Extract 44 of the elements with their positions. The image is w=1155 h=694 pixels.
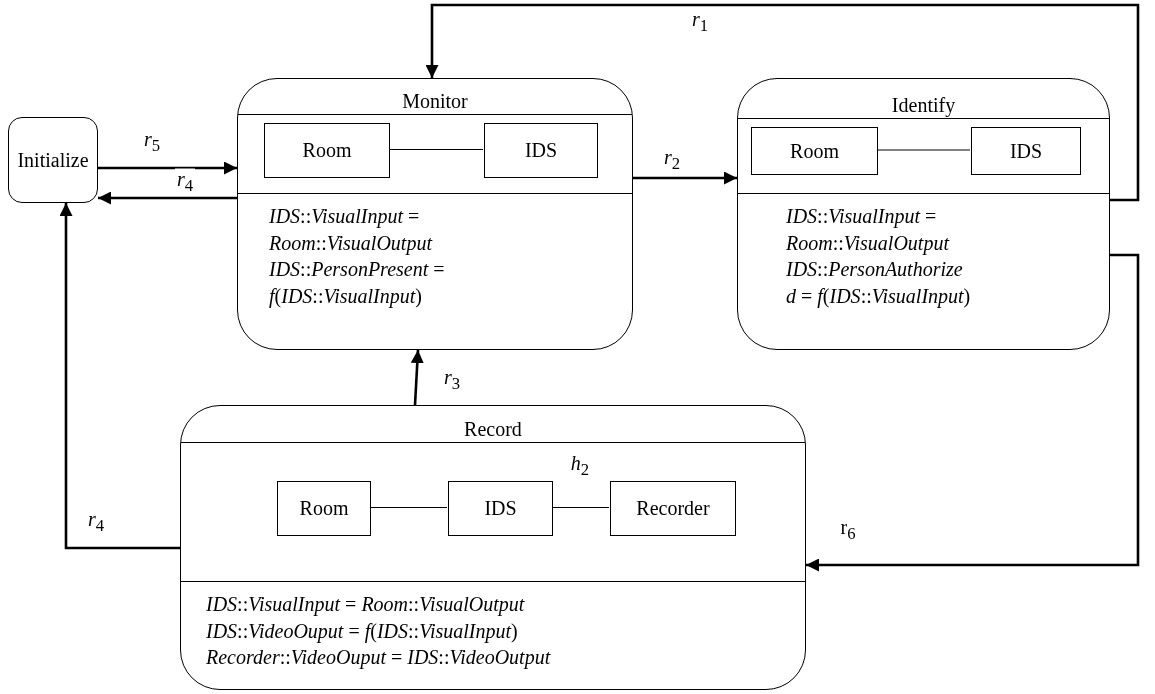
arrow [98,191,237,205]
equation-text: Room::VisualOutput [786,231,949,254]
state-box [237,78,633,350]
component-label: Initialize [17,148,89,172]
equation-text: IDS::VisualInput = [269,205,420,227]
component-label: Room [299,497,349,520]
component-box [484,123,598,178]
arrow [98,161,237,175]
arrow [806,253,1140,572]
equation-text: IDS::VisualInput = [786,205,937,227]
state-box [180,405,806,690]
arrow [633,171,737,185]
component-box [971,127,1081,175]
equation-text: f(IDS::VisualInput) [269,284,422,307]
component-box [610,481,736,536]
component-box [751,127,878,175]
arrow [425,3,1140,202]
component-box [448,481,553,536]
equation-text: d = f(IDS::VisualInput) [786,284,971,307]
connector-line [551,506,610,509]
arrow [410,349,424,406]
state-title: Monitor [401,90,469,112]
equation-text: Recorder::VideoOuput = IDS::VideoOutput [206,646,551,668]
component-box [277,481,371,536]
state-box [8,117,98,203]
equation-text: IDS::PersonAuthorize [786,258,963,280]
equation-text: Room::VisualOutput [269,231,432,254]
state-box [737,78,1110,350]
connector-line [876,149,971,151]
component-label: Room [790,139,839,163]
component-label: IDS [1009,139,1043,163]
equation-text: IDS::VisualInput = Room::VisualOutput [206,593,525,615]
state-title: Identify [890,94,957,116]
connector-line [369,506,448,509]
component-label: IDS [484,497,517,520]
state-title: Record [463,418,523,440]
connector-line [388,148,484,151]
equation-text: IDS::VideoOuput = f(IDS::VisualInput) [206,619,518,642]
component-label: Recorder [636,497,710,520]
equation-text: IDS::PersonPresent = [269,258,445,280]
arrow [59,203,180,550]
component-box [264,123,390,178]
component-label: Room [302,139,352,162]
component-label: IDS [524,139,558,162]
